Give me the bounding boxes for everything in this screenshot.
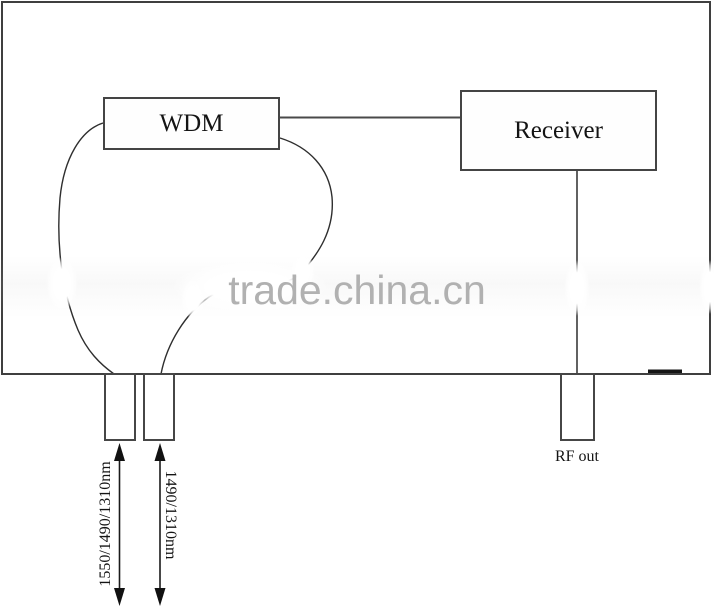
watermark-glow-blob [172, 261, 328, 313]
wdm-box-label: WDM [159, 109, 224, 137]
watermark-glow-blob [46, 257, 78, 311]
watermark-glow-blob [181, 279, 205, 319]
watermark-glow-blob [291, 253, 315, 289]
right-wavelength-double-arrow [154, 443, 166, 606]
left-wavelength-double-arrow [114, 443, 125, 606]
left-fiber-curve [58, 122, 115, 375]
device-enclosure-box [1, 1, 711, 375]
watermark-glow-blob [699, 260, 714, 314]
watermark-glow-blob [564, 260, 590, 316]
rf-out-label: RF out [554, 448, 599, 465]
fiber-port-1 [104, 373, 136, 441]
receiver-box: Receiver [460, 90, 657, 171]
rf-out-port [560, 373, 595, 441]
bottom-dash [648, 369, 682, 373]
fiber-port-2 [143, 373, 175, 441]
wdm-box: WDM [103, 97, 280, 150]
right-fiber-wavelength-label: 1490/1310nm [162, 470, 179, 560]
receiver-box-label: Receiver [514, 116, 603, 144]
left-fiber-wavelength-label: 1550/1490/1310nm [97, 461, 114, 587]
